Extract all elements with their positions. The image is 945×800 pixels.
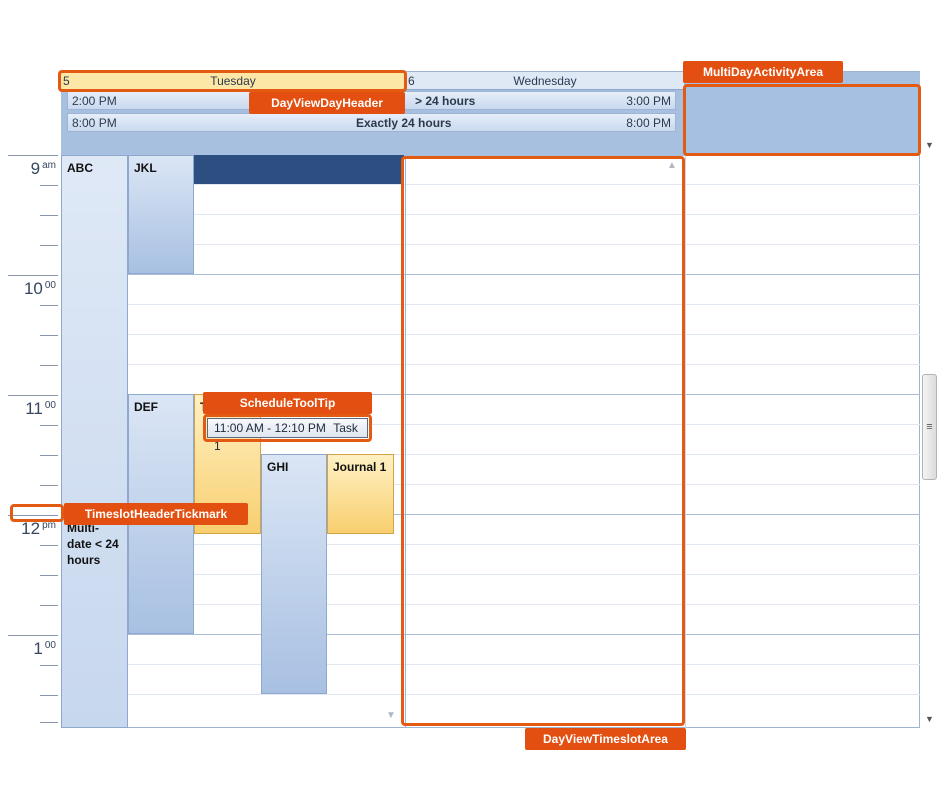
timeslot-tickmark (40, 545, 58, 546)
event-start: 8:00 PM (72, 116, 117, 130)
timeslot-tickmark (40, 365, 58, 366)
day-name: Wednesday (513, 74, 577, 88)
grid-line (128, 244, 920, 245)
day-name: Tuesday (210, 74, 256, 88)
scrollbar-down-arrow-icon[interactable]: ▼ (925, 714, 934, 724)
timeslot-tickmark (40, 455, 58, 456)
grid-line (128, 484, 920, 485)
grid-line (128, 364, 920, 365)
all-day-event[interactable]: 8:00 PM Exactly 24 hours 8:00 PM (67, 113, 676, 132)
grid-line (128, 514, 920, 515)
scroll-down-arrow-icon[interactable]: ▼ (386, 710, 396, 721)
grid-line (128, 304, 920, 305)
selected-timeslot[interactable] (194, 155, 404, 184)
label-day-view-day-header: DayViewDayHeader (249, 92, 405, 114)
label-multi-day-activity-area: MultiDayActivityArea (683, 61, 843, 83)
timeslot-tickmark (40, 605, 58, 606)
day-header-wednesday[interactable]: 6 Wednesday (405, 72, 684, 90)
timeslot-tickmark (40, 185, 58, 186)
scrollbar-thumb[interactable]: ≡ (922, 374, 937, 480)
column-divider (405, 155, 406, 728)
multi-date-event-label: Multi- date < 24 hours (67, 521, 119, 567)
timeslot-tickmark (40, 665, 58, 666)
grid-line (128, 334, 920, 335)
tooltip-title: Task 1 (214, 421, 358, 453)
timeslot-tickmark (40, 215, 58, 216)
callout-tickmark (10, 504, 64, 522)
event-end: 8:00 PM (626, 116, 671, 130)
scrollbar-down-arrow-icon[interactable]: ▼ (925, 140, 934, 150)
grid-line (128, 634, 920, 635)
event-jkl[interactable]: JKL (128, 155, 194, 274)
event-start: 2:00 PM (72, 94, 117, 108)
timeslot-tickmark (40, 305, 58, 306)
label-timeslot-header-tickmark: TimeslotHeaderTickmark (64, 503, 248, 525)
day-number: 6 (408, 74, 415, 88)
event-ghi[interactable]: GHI (261, 454, 327, 694)
timeslot-tickmark (40, 425, 58, 426)
hour-line (8, 515, 58, 516)
event-title: ABC (67, 161, 93, 175)
event-title: Exactly 24 hours (356, 116, 452, 130)
grid-line (128, 574, 920, 575)
grid-line (128, 394, 920, 395)
timeslot-tickmark (40, 485, 58, 486)
grid-line (128, 454, 920, 455)
grid-line (128, 694, 920, 695)
grid-line (128, 424, 920, 425)
event-abc[interactable]: ABC Multi- date < 24 hours (61, 155, 128, 728)
callout-multi-day-area (683, 84, 921, 156)
hour-line (8, 155, 58, 156)
multi-day-activity-area[interactable] (686, 86, 918, 154)
tooltip-time: 11:00 AM - 12:10 PM (214, 421, 326, 435)
event-title: > 24 hours (415, 94, 476, 108)
grid-line (128, 604, 920, 605)
callout-tooltip (203, 414, 372, 442)
hour-line (8, 395, 58, 396)
grid-line (128, 544, 920, 545)
label-day-view-timeslot-area: DayViewTimeslotArea (525, 728, 686, 750)
hour-line (8, 275, 58, 276)
callout-timeslot-area (401, 156, 685, 726)
day-number: 5 (63, 74, 70, 88)
grid-line (128, 664, 920, 665)
grid-line (128, 214, 920, 215)
label-schedule-tooltip: ScheduleToolTip (203, 392, 372, 414)
timeslot-tickmark (40, 245, 58, 246)
schedule-tooltip: 11:00 AM - 12:10 PM Task 1 (207, 418, 368, 453)
hour-line (8, 635, 58, 636)
callout-day-header (58, 70, 407, 92)
timeslot-tickmark (40, 695, 58, 696)
timeslot-tickmark (40, 722, 58, 723)
event-end: 3:00 PM (626, 94, 671, 108)
grid-line (128, 184, 920, 185)
scroll-up-arrow-icon[interactable]: ▲ (667, 160, 677, 171)
column-divider (685, 155, 686, 728)
event-journal-1[interactable]: Journal 1 (327, 454, 394, 534)
timeslot-tickmark (40, 335, 58, 336)
timeslot-tickmark (40, 575, 58, 576)
grid-line (128, 155, 920, 156)
grid-line (128, 274, 920, 275)
